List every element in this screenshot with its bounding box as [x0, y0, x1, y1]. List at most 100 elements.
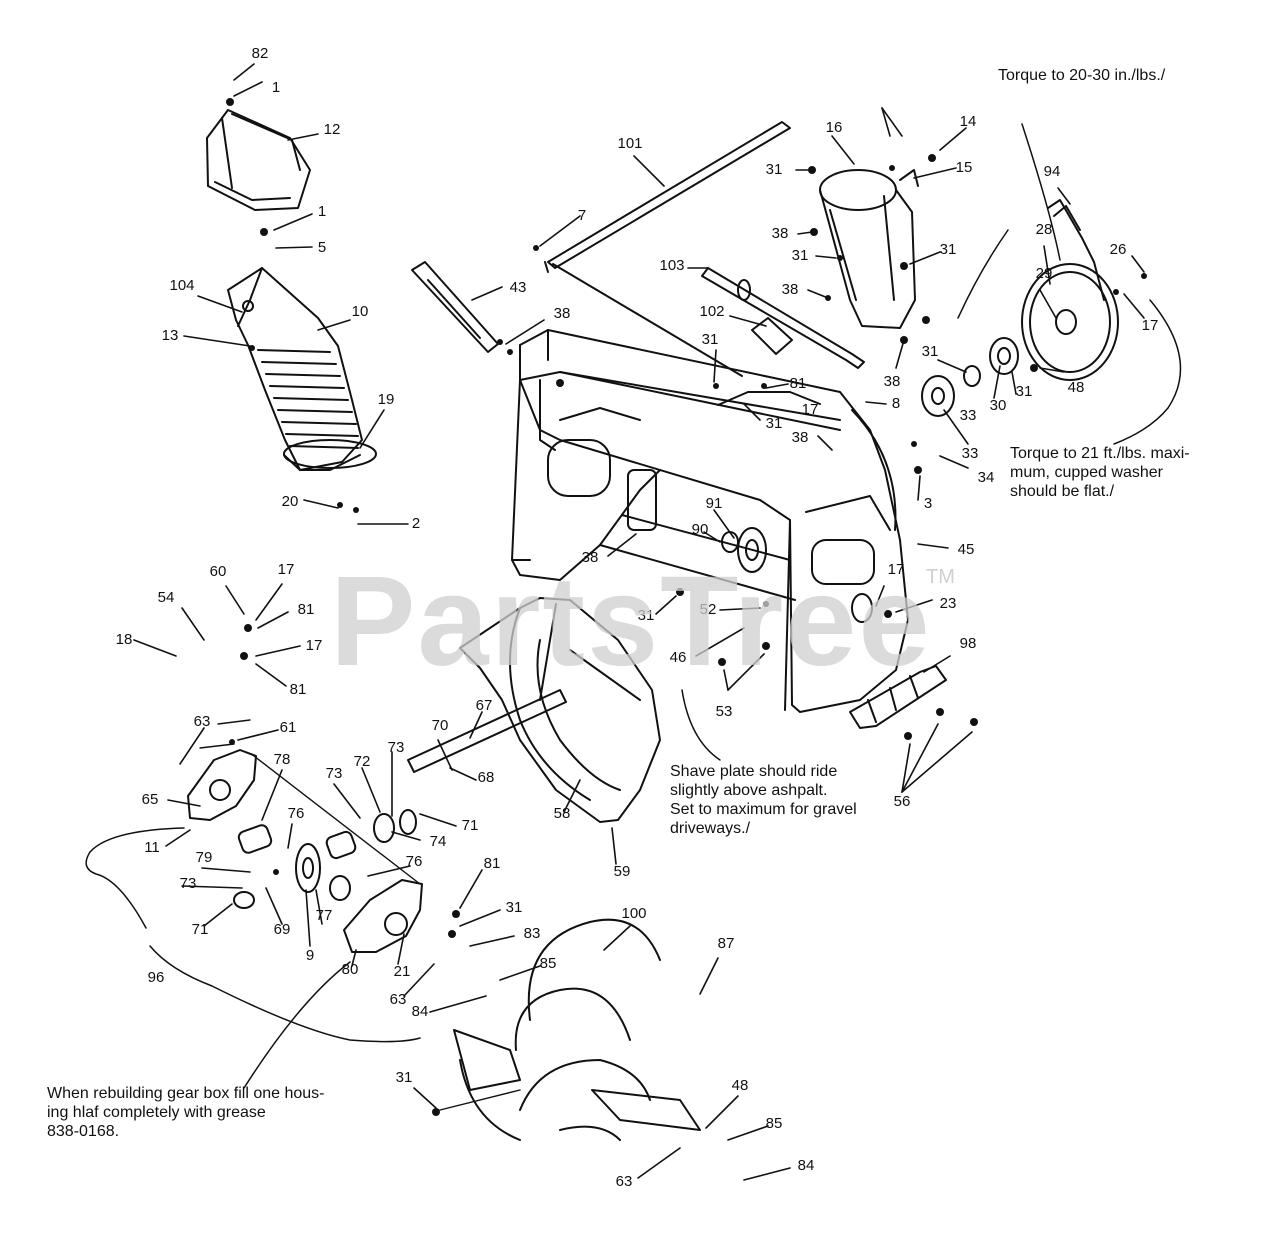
- drive-pulley: [1021, 263, 1119, 381]
- chute-base: [819, 169, 919, 329]
- shaft-reference-lines: [199, 719, 521, 1111]
- note-line: 838-0168.: [47, 1123, 120, 1140]
- callout-label: 63: [616, 1173, 633, 1190]
- callout-label: 38: [554, 305, 571, 322]
- callout-label: 74: [430, 833, 447, 850]
- callout-label: 17: [888, 561, 905, 578]
- callout-label: 33: [960, 407, 977, 424]
- callout-label: 94: [1044, 163, 1061, 180]
- bearing-flange: [921, 337, 1019, 417]
- callout-label: 71: [192, 921, 209, 938]
- gearbox-group-bracket: [85, 123, 1182, 1089]
- callout-label: 17: [802, 401, 819, 418]
- callout-label: 31: [396, 1069, 413, 1086]
- callout-label: 58: [554, 805, 571, 822]
- callout-label: 23: [940, 595, 957, 612]
- callout-label: 85: [540, 955, 557, 972]
- leader-lines: [133, 63, 1145, 1181]
- callout-label: 77: [316, 907, 333, 924]
- bushings: [233, 809, 417, 909]
- callout-label: 13: [162, 327, 179, 344]
- callout-label: 90: [692, 521, 709, 538]
- callout-label: 3: [924, 495, 932, 512]
- auger-flights: [453, 918, 701, 1141]
- callout-label: 28: [1036, 221, 1053, 238]
- callout-label: 38: [772, 225, 789, 242]
- note-line: Torque to 21 ft./lbs. maxi-: [1010, 445, 1190, 462]
- callout-label: 12: [324, 121, 341, 138]
- callout-label: 26: [1110, 241, 1127, 258]
- callout-label: 96: [148, 969, 165, 986]
- callout-label: 67: [476, 697, 493, 714]
- callout-label: 81: [790, 375, 807, 392]
- callout-label: 31: [940, 241, 957, 258]
- callout-label: 61: [280, 719, 297, 736]
- impeller-bearing: [721, 527, 767, 573]
- callout-label: 100: [621, 905, 646, 922]
- callout-label: 53: [716, 703, 733, 720]
- callout-label: 17: [278, 561, 295, 578]
- callout-label: 34: [978, 469, 995, 486]
- callout-label: 80: [342, 961, 359, 978]
- callout-label: 73: [326, 765, 343, 782]
- callout-label: 76: [406, 853, 423, 870]
- callout-label: 17: [306, 637, 323, 654]
- skid-shoe: [849, 665, 947, 729]
- callout-label: 56: [894, 793, 911, 810]
- worm-gear: [295, 843, 321, 893]
- note-line: Set to maximum for gravel: [670, 801, 857, 818]
- note-line: should be flat./: [1010, 483, 1115, 500]
- callout-label: 15: [956, 159, 973, 176]
- auger-housing: [511, 329, 909, 713]
- callout-label: 21: [394, 963, 411, 980]
- callout-label: 9: [306, 947, 314, 964]
- callout-label: 29: [1036, 265, 1053, 282]
- callout-label: 17: [1142, 317, 1159, 334]
- callout-label: 43: [510, 279, 527, 296]
- chute-ring: [283, 439, 377, 469]
- callout-label: 54: [158, 589, 175, 606]
- callout-label: 81: [298, 601, 315, 618]
- note-line: driveways./: [670, 820, 751, 837]
- callout-label: 38: [582, 549, 599, 566]
- callout-label: 1: [272, 79, 280, 96]
- callout-label: 38: [782, 281, 799, 298]
- callout-label: 7: [578, 207, 586, 224]
- callout-label: 31: [1016, 383, 1033, 400]
- callout-label: 87: [718, 935, 735, 952]
- callout-label: 81: [290, 681, 307, 698]
- drive-belt: [1047, 199, 1105, 301]
- callout-label: 71: [462, 817, 479, 834]
- chute-adjuster-bracket: [411, 261, 499, 353]
- note-line: Torque to 20-30 in./lbs./: [998, 67, 1166, 84]
- callout-label: 31: [922, 343, 939, 360]
- callout-label: 2: [412, 515, 420, 532]
- fasteners: [226, 98, 1147, 1116]
- callout-label: 63: [390, 991, 407, 1008]
- callout-label: 70: [432, 717, 449, 734]
- callout-label: 10: [352, 303, 369, 320]
- callout-label: 69: [274, 921, 291, 938]
- note-line: When rebuilding gear box fill one hous-: [47, 1085, 325, 1102]
- callout-label: 60: [210, 563, 227, 580]
- callout-label: 59: [614, 863, 631, 880]
- callout-label: 101: [617, 135, 642, 152]
- callout-label: 81: [484, 855, 501, 872]
- callout-label: 38: [792, 429, 809, 446]
- callout-label: 30: [990, 397, 1007, 414]
- callout-label: 31: [766, 161, 783, 178]
- callout-label: 76: [288, 805, 305, 822]
- chute-crank-rod: [544, 121, 791, 377]
- callout-label: 52: [700, 601, 717, 618]
- callout-label: 31: [702, 331, 719, 348]
- callout-label: 68: [478, 769, 495, 786]
- note-line: Shave plate should ride: [670, 763, 838, 780]
- callout-label: 48: [1068, 379, 1085, 396]
- callout-label: 14: [960, 113, 977, 130]
- auger-shaft: [407, 689, 567, 773]
- callout-label: 102: [699, 303, 724, 320]
- note-gear-box: When rebuilding gear box fill one hous- …: [47, 1084, 325, 1141]
- callout-label: 82: [252, 45, 269, 62]
- callout-label: 78: [274, 751, 291, 768]
